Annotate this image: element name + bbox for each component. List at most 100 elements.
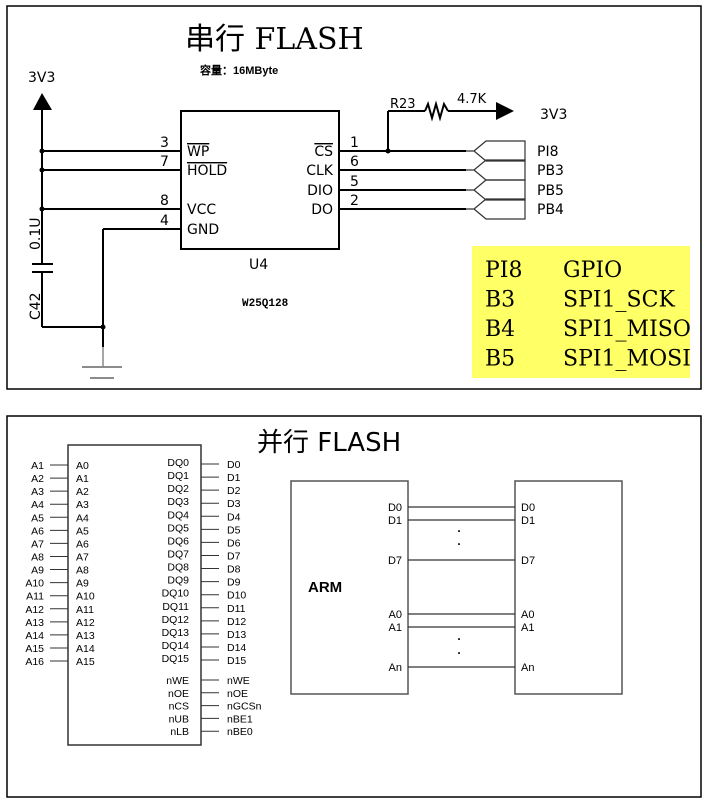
address-net-label: A11 — [26, 591, 44, 603]
data-pin-label: DQ7 — [167, 548, 189, 560]
flash-signal-label: An — [521, 662, 534, 674]
ellipsis-dot: . — [457, 521, 460, 535]
net-label-pb4: PB4 — [537, 202, 564, 218]
parallel-flash-panel — [6, 415, 702, 798]
arm-signal-label: A0 — [389, 609, 402, 621]
data-pin-label: DQ12 — [162, 614, 190, 626]
control-pin-label: nWE — [166, 675, 189, 687]
pullup-label: 3V3 — [540, 107, 567, 123]
chip-u4 — [180, 110, 340, 250]
junction-dot — [385, 148, 391, 154]
address-pin-label: A0 — [76, 460, 89, 472]
address-pin-label: A2 — [76, 486, 89, 498]
net-label-pb5: PB5 — [537, 183, 564, 199]
data-pin-label: DQ5 — [167, 522, 189, 534]
pin-table-port: B4 — [485, 317, 515, 342]
data-net-label: D15 — [227, 655, 246, 667]
flash-signal-label: A0 — [521, 609, 534, 621]
address-net-label: A10 — [25, 578, 44, 590]
control-net-label: nBE1 — [227, 713, 253, 725]
capacity-label: 容量：16MByte — [199, 63, 278, 77]
data-pin-label: DQ11 — [162, 601, 189, 613]
data-pin-label: DQ2 — [167, 483, 189, 495]
address-net-label: A5 — [31, 512, 44, 524]
address-pin-label: A7 — [76, 551, 89, 563]
arm-signal-label: D1 — [388, 515, 402, 527]
address-net-label: A9 — [31, 565, 44, 577]
data-net-label: D2 — [227, 485, 241, 497]
data-pin-label: DQ3 — [167, 496, 189, 508]
pin-table-function: GPIO — [563, 258, 622, 283]
pin-number: 1 — [350, 135, 359, 151]
pin-name-hold: HOLD — [187, 163, 227, 179]
address-pin-label: A13 — [76, 630, 95, 642]
data-net-label: D13 — [227, 629, 246, 641]
pin-number: 4 — [160, 213, 169, 229]
address-net-label: A8 — [31, 551, 44, 563]
arm-signal-label: D7 — [388, 555, 402, 567]
pin-name-clk: CLK — [306, 163, 334, 179]
address-net-label: A6 — [31, 525, 44, 537]
ellipsis-dot: . — [457, 643, 460, 657]
ellipsis-dot: . — [457, 629, 460, 643]
address-net-label: A2 — [31, 473, 44, 485]
net-port-connector — [466, 179, 526, 201]
pin-number: 5 — [350, 174, 359, 190]
pin-table-port: B5 — [485, 347, 515, 372]
flash-block — [514, 480, 623, 695]
net-port-connector — [466, 140, 526, 162]
address-net-label: A3 — [31, 486, 44, 498]
resistor-value: 4.7K — [457, 92, 487, 107]
net-label-pb3: PB3 — [537, 163, 564, 179]
data-pin-label: DQ4 — [167, 509, 189, 521]
ellipsis-dot: . — [457, 534, 460, 548]
pin-name-wp: WP — [187, 144, 209, 160]
address-pin-label: A8 — [76, 565, 89, 577]
arm-label: ARM — [308, 579, 342, 596]
address-pin-label: A15 — [76, 656, 95, 668]
data-net-label: D8 — [227, 564, 241, 576]
data-pin-label: DQ0 — [167, 457, 189, 469]
arm-signal-label: A1 — [389, 622, 402, 634]
pin-table-function: SPI1_MISO — [563, 317, 691, 342]
address-pin-label: A9 — [76, 578, 89, 590]
net-port-connector — [466, 159, 526, 181]
control-pin-label: nUB — [169, 713, 189, 725]
pin-name-cs: CS — [314, 144, 333, 160]
flash-signal-label: D7 — [521, 555, 535, 567]
address-net-label: A12 — [25, 604, 44, 616]
capacitor-ref: C42 — [28, 292, 44, 320]
address-pin-label: A14 — [76, 643, 95, 655]
data-pin-label: DQ1 — [167, 470, 189, 482]
address-pin-label: A3 — [76, 499, 89, 511]
net-label-pi8: PI8 — [537, 144, 558, 160]
control-net-label: nWE — [227, 675, 250, 687]
flash-signal-label: A1 — [521, 622, 534, 634]
data-pin-label: DQ10 — [162, 588, 190, 600]
power-arrow-icon — [33, 93, 52, 110]
data-net-label: D6 — [227, 537, 241, 549]
data-net-label: D11 — [227, 603, 246, 615]
address-net-label: A1 — [31, 460, 44, 472]
pin-table-function: SPI1_MOSI — [563, 347, 691, 372]
resistor-ref: R23 — [390, 97, 416, 112]
data-net-label: D14 — [227, 642, 246, 654]
data-pin-label: DQ6 — [167, 535, 189, 547]
address-net-label: A13 — [25, 617, 44, 629]
control-pin-label: nOE — [168, 688, 189, 700]
data-pin-label: DQ9 — [167, 575, 189, 587]
control-pin-label: nLB — [170, 726, 189, 738]
address-pin-label: A4 — [76, 512, 89, 524]
arm-block — [290, 480, 409, 695]
control-net-label: nGCSn — [227, 701, 262, 713]
data-net-label: D12 — [227, 616, 246, 628]
arm-signal-label: An — [389, 662, 402, 674]
pin-table-port: B3 — [485, 288, 515, 313]
data-pin-label: DQ15 — [162, 653, 190, 665]
data-net-label: D9 — [227, 577, 241, 589]
address-pin-label: A6 — [76, 538, 89, 550]
data-net-label: D3 — [227, 498, 241, 510]
control-net-label: nBE0 — [227, 726, 253, 738]
flash-signal-label: D1 — [521, 515, 535, 527]
